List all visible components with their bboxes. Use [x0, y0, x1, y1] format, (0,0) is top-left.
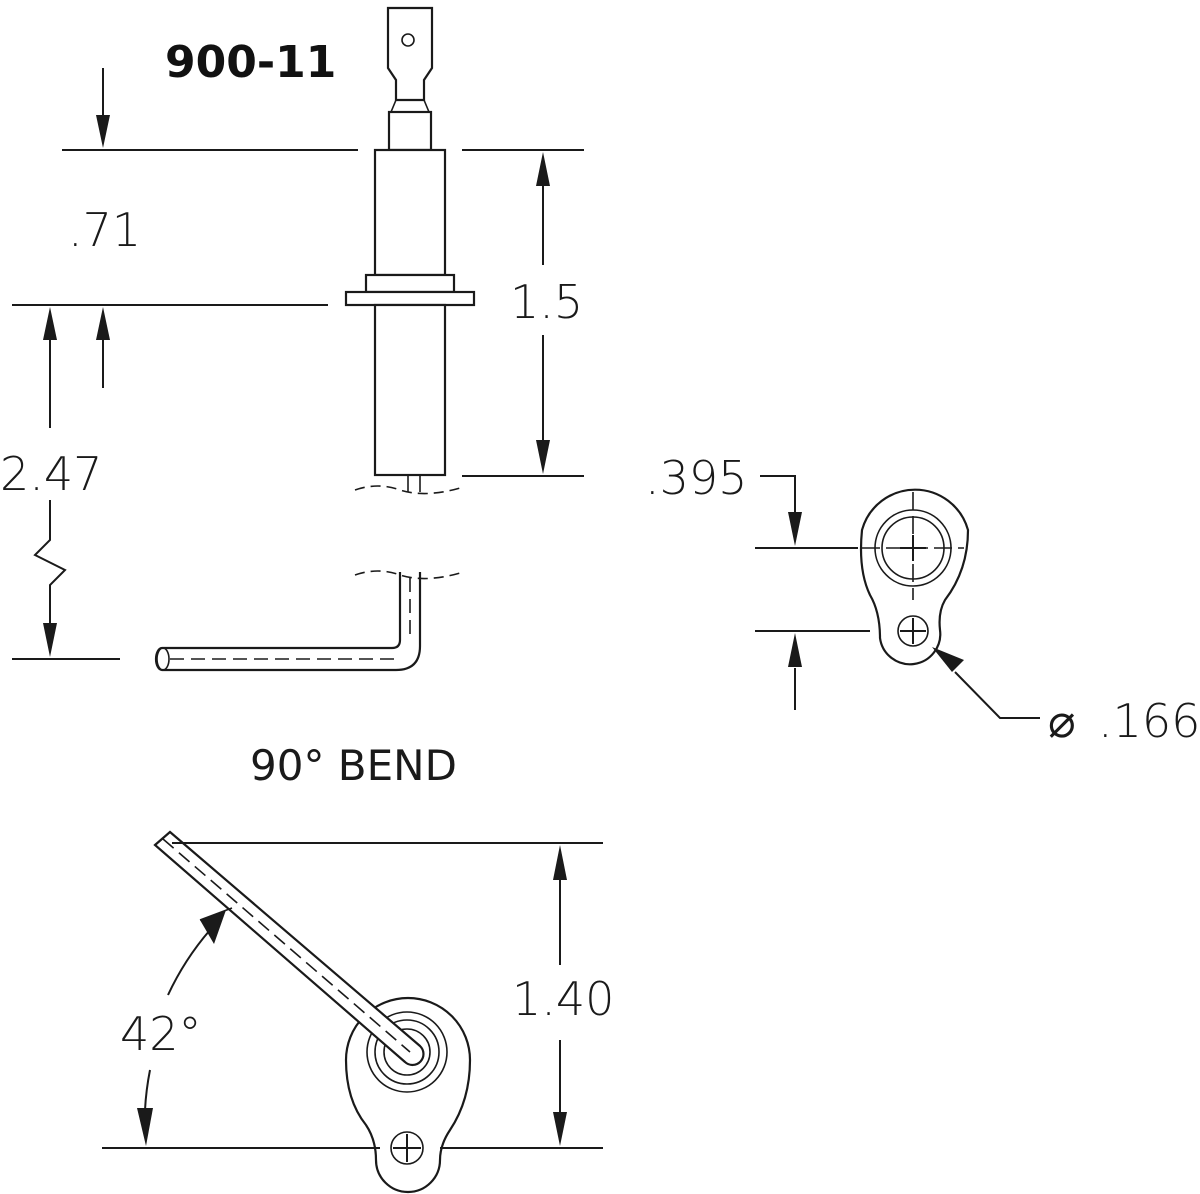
top-view: [153, 830, 472, 1194]
mounting-flange-collar: [364, 273, 456, 294]
part-number-title: 900-11: [165, 37, 336, 88]
terminal-tab: [386, 6, 434, 102]
dim-hole-spacing: .395: [645, 451, 870, 710]
bend-note: 90° BEND: [250, 741, 457, 790]
dim-terminal-length: .71: [68, 68, 141, 388]
end-view: [859, 488, 970, 666]
svg-text:.166: .166: [1098, 694, 1200, 748]
svg-text:2.47: 2.47: [0, 447, 102, 501]
bent-rod: [154, 572, 422, 672]
zigzag-break: [33, 500, 67, 625]
svg-text:.71: .71: [68, 203, 141, 257]
svg-text:1.5: 1.5: [510, 275, 583, 329]
dim-bend-angle: 42°: [120, 907, 233, 1146]
terminal-hole: [401, 33, 415, 47]
svg-text:1.40: 1.40: [512, 972, 614, 1026]
diameter-symbol: ⌀: [1048, 694, 1076, 748]
dim-body-length: 1.5: [510, 152, 583, 474]
break-line-bottom: [354, 570, 461, 580]
dim-overall-length: 2.47: [0, 307, 102, 657]
side-view-extension-lines: [12, 149, 584, 660]
mounting-flange: [344, 290, 476, 307]
top-view-mounting-hole: [390, 1131, 424, 1165]
dim-hole-diameter: ⌀ .166: [932, 647, 1200, 748]
electrode-lower-body: [373, 303, 447, 477]
mounting-hole: [897, 615, 929, 647]
svg-text:42°: 42°: [120, 1007, 202, 1061]
dim-bend-height: 1.40: [102, 842, 614, 1149]
break-line-top: [354, 485, 461, 495]
rod-end: [156, 647, 170, 671]
terminal-neck: [387, 110, 433, 152]
svg-text:.395: .395: [645, 451, 747, 505]
electrode-upper-body: [373, 148, 447, 277]
side-view: [154, 6, 476, 672]
end-view-outline: [859, 488, 970, 666]
